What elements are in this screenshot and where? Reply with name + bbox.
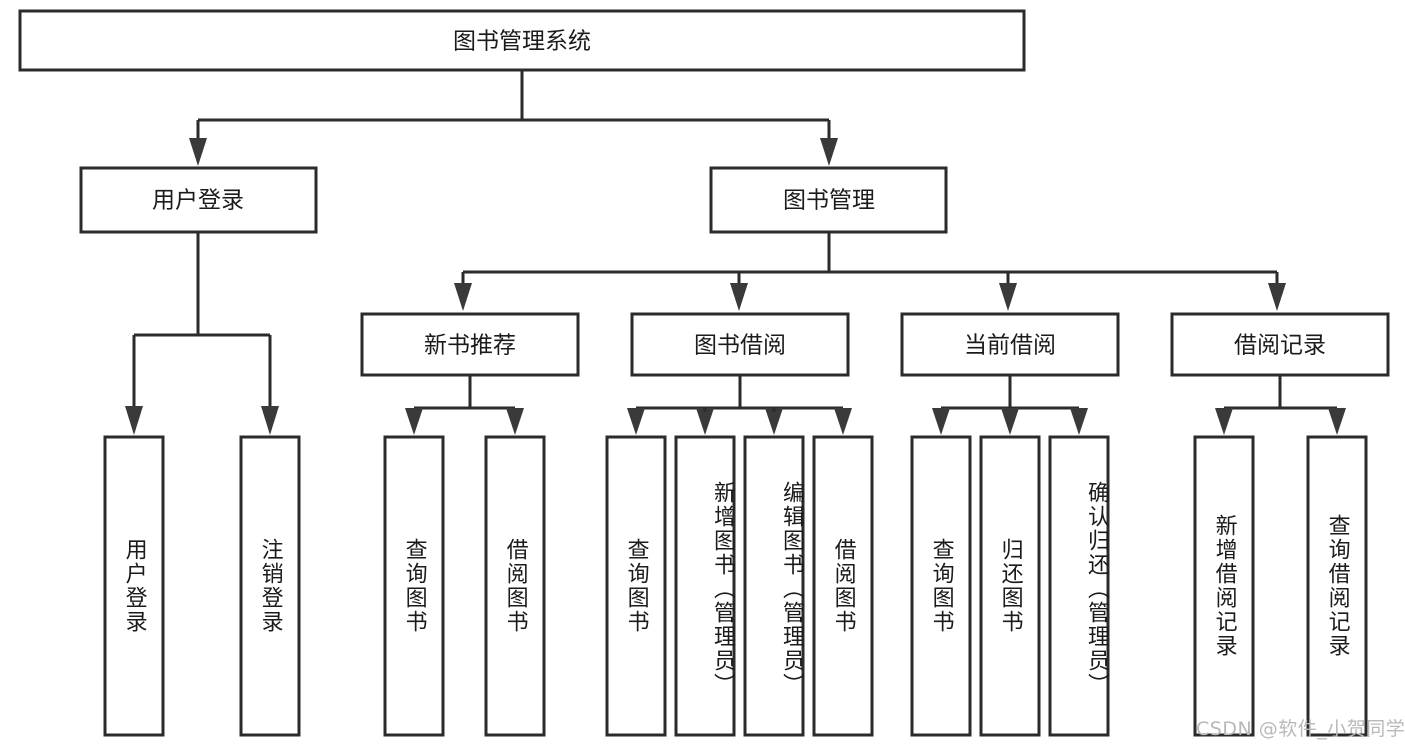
node-root-label: 图书管理系统 bbox=[453, 29, 591, 55]
leaf-query-book-1-box[interactable] bbox=[383, 435, 445, 737]
leaf-borrow-book-1-box[interactable] bbox=[484, 435, 546, 737]
connector-group-user-login bbox=[125, 232, 279, 435]
arrow-head-leaf-query-book-1 bbox=[405, 408, 423, 435]
node-new-book-rec[interactable]: 新书推荐 bbox=[360, 312, 580, 377]
node-new-book-rec-label: 新书推荐 bbox=[424, 333, 516, 359]
connector-group-book-manage bbox=[454, 232, 1286, 311]
arrow-head-leaf-edit-book bbox=[765, 408, 783, 435]
node-book-manage[interactable]: 图书管理 bbox=[709, 166, 948, 234]
arrow-head-leaf-query-record bbox=[1328, 408, 1346, 435]
node-book-borrow-box[interactable] bbox=[630, 312, 850, 377]
node-user-login-box[interactable] bbox=[79, 166, 318, 234]
connector-group-current-borrow bbox=[932, 375, 1088, 435]
node-borrow-record-label: 借阅记录 bbox=[1234, 333, 1326, 359]
connector-group-borrow-record bbox=[1215, 375, 1346, 435]
node-current-borrow[interactable]: 当前借阅 bbox=[900, 312, 1120, 377]
arrow-head-leaf-user-login bbox=[125, 406, 143, 435]
leaf-user-login-box[interactable] bbox=[103, 435, 165, 737]
node-root[interactable]: 图书管理系统 bbox=[18, 9, 1026, 72]
arrow-head-book-manage bbox=[820, 138, 838, 166]
node-user-login-label: 用户登录 bbox=[152, 188, 244, 214]
node-borrow-record[interactable]: 借阅记录 bbox=[1170, 312, 1390, 377]
node-current-borrow-label: 当前借阅 bbox=[964, 333, 1056, 359]
arrow-head-leaf-borrow-book-2 bbox=[834, 408, 852, 435]
arrow-head-leaf-add-book bbox=[696, 408, 714, 435]
node-book-borrow-label: 图书借阅 bbox=[694, 333, 786, 359]
leaf-add-book-box[interactable] bbox=[674, 435, 736, 737]
leaf-add-record-box[interactable] bbox=[1193, 435, 1255, 737]
arrow-head-leaf-query-book-2 bbox=[627, 408, 645, 435]
leaf-return-book-box[interactable] bbox=[979, 435, 1041, 737]
leaf-query-book-2-box[interactable] bbox=[605, 435, 667, 737]
arrow-head-current-borrow bbox=[999, 283, 1017, 311]
arrow-head-leaf-add-record bbox=[1215, 408, 1233, 435]
arrow-head-book-borrow bbox=[730, 283, 748, 311]
node-book-borrow[interactable]: 图书借阅 bbox=[630, 312, 850, 377]
node-new-book-rec-box[interactable] bbox=[360, 312, 580, 377]
arrow-head-borrow-record bbox=[1268, 283, 1286, 311]
leaf-confirm-return-box[interactable] bbox=[1048, 435, 1110, 737]
arrow-head-leaf-logout bbox=[261, 406, 279, 435]
arrow-head-leaf-return-book bbox=[1001, 408, 1019, 435]
leaf-edit-book-box[interactable] bbox=[743, 435, 805, 737]
csdn-watermark: CSDN @软件_小贺同学 bbox=[1196, 718, 1405, 740]
leaf-query-record-box[interactable] bbox=[1306, 435, 1368, 737]
node-root-box[interactable] bbox=[18, 9, 1026, 72]
arrow-head-leaf-confirm-return bbox=[1070, 408, 1088, 435]
arrow-head-leaf-borrow-book-1 bbox=[506, 408, 524, 435]
node-book-manage-box[interactable] bbox=[709, 166, 948, 234]
arrow-head-leaf-query-book-3 bbox=[932, 408, 950, 435]
node-borrow-record-box[interactable] bbox=[1170, 312, 1390, 377]
leaf-logout-box[interactable] bbox=[239, 435, 301, 737]
connector-group-new-book-rec bbox=[405, 375, 524, 435]
arrow-head-user-login bbox=[189, 138, 207, 166]
arrow-head-new-book-rec bbox=[454, 283, 472, 311]
leaf-borrow-book-2-box[interactable] bbox=[812, 435, 874, 737]
node-book-manage-label: 图书管理 bbox=[783, 188, 875, 214]
node-current-borrow-box[interactable] bbox=[900, 312, 1120, 377]
leaf-boxes bbox=[103, 435, 1368, 737]
connector-group-book-borrow bbox=[627, 375, 852, 435]
node-user-login[interactable]: 用户登录 bbox=[79, 166, 318, 234]
leaf-query-book-3-box[interactable] bbox=[910, 435, 972, 737]
connector-group-root bbox=[189, 70, 838, 166]
